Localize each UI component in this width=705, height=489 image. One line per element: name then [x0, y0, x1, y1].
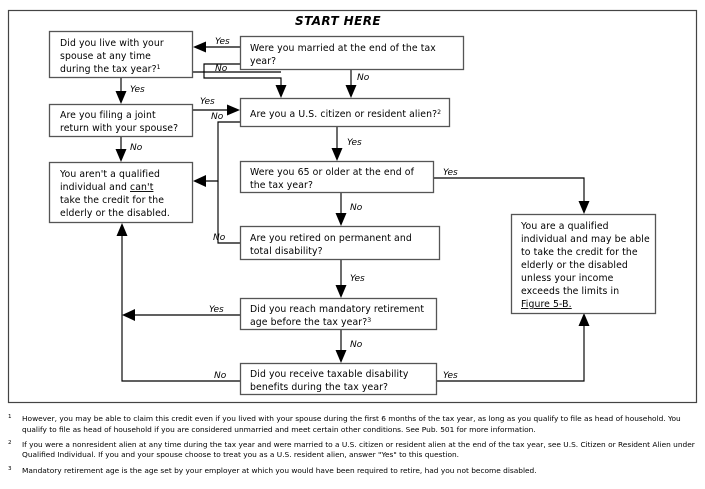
edge-label-retired-yes: Yes	[350, 274, 365, 284]
footnote-3: 3 Mandatory retirement age is the age se…	[8, 466, 698, 477]
edge-label-joint-yes: Yes	[200, 97, 215, 107]
edge-label-lived-yes: Yes	[130, 85, 145, 95]
node-married-line-1: year?	[250, 56, 276, 67]
footnote-1-text: However, you may be able to claim this c…	[22, 414, 681, 434]
footnote-3-marker: 3	[8, 465, 12, 472]
node-citizen-line-0: Are you a U.S. citizen or resident alien…	[250, 109, 441, 121]
arrowhead-citizen-yes	[331, 148, 343, 161]
node-qualified-line-0: You are a qualified	[520, 221, 609, 232]
node-taxable-disability-benefits[interactable]: Did you receive taxable disability benef…	[239, 362, 438, 396]
node-us-citizen-or-resident-alien[interactable]: Are you a U.S. citizen or resident alien…	[239, 97, 451, 128]
footnotes-list: 1 However, you may be able to claim this…	[8, 414, 698, 481]
edge-label-age65-no: No	[350, 203, 363, 213]
node-mandatory-retirement-age[interactable]: Did you reach mandatory retirement age b…	[239, 297, 438, 331]
node-not-qualified-line-2: take the credit for the	[60, 195, 164, 206]
arrowhead-mandatory-no	[335, 350, 347, 363]
footnote-2-marker: 2	[8, 439, 12, 446]
arrowhead-married-no-left	[275, 85, 287, 98]
edge-label-joint-no: No	[130, 143, 143, 153]
arrowhead-mandatory-yes	[122, 309, 135, 321]
edge-label-married-yes: Yes	[215, 37, 230, 47]
node-taxable-line-0: Did you receive taxable disability	[250, 369, 409, 380]
edge-labels: Yes No No Yes Yes No No Yes Yes No No Ye…	[130, 37, 458, 381]
footnote-1: 1 However, you may be able to claim this…	[8, 414, 698, 435]
node-retired-on-permanent-total-disability[interactable]: Are you retired on permanent and total d…	[239, 225, 441, 261]
edge-age65-yes	[434, 177, 585, 204]
arrowhead-lived-yes	[115, 91, 127, 104]
arrowhead-retired-yes	[335, 285, 347, 298]
edge-label-age65-yes: Yes	[443, 168, 458, 178]
node-mandatory-line-1: age before the tax year?3	[250, 317, 371, 329]
node-age65-line-0: Were you 65 or older at the end of	[250, 167, 415, 178]
edge-label-married-no-down: No	[357, 73, 370, 83]
edge-label-mandatory-no: No	[350, 340, 363, 350]
node-qualified-line-2: to take the credit for the	[521, 247, 638, 258]
edge-married-no-left	[203, 63, 282, 88]
footnote-1-marker: 1	[8, 414, 12, 420]
edge-label-citizen-no: No	[211, 112, 224, 122]
edge-label-citizen-yes: Yes	[347, 138, 362, 148]
node-not-qualified-line-3: elderly or the disabled.	[60, 208, 170, 219]
node-lived-with-spouse[interactable]: Did you live with your spouse at any tim…	[48, 30, 194, 79]
arrowhead-married-no-down	[345, 85, 357, 98]
edges	[115, 41, 590, 382]
edge-label-retired-no: No	[213, 233, 226, 243]
edge-citizen-no	[206, 121, 240, 182]
node-not-qualified-line-1: individual and can't	[60, 182, 154, 193]
node-lived-with-spouse-line-1: spouse at any time	[60, 51, 151, 62]
edge-taxable-no	[121, 315, 240, 382]
node-filing-joint-return[interactable]: Are you filing a joint return with your …	[48, 103, 194, 138]
arrowhead-taxable-yes	[578, 313, 590, 326]
node-married-at-end-of-tax-year[interactable]: Were you married at the end of the tax y…	[239, 35, 465, 71]
arrowhead-citizen-no	[193, 175, 206, 187]
arrowhead-age65-no	[335, 213, 347, 226]
node-qualified-line-5: exceeds the limits in	[521, 286, 619, 297]
node-qualified-line-1: individual and may be able	[521, 234, 650, 245]
node-not-a-qualified-individual[interactable]: You aren't a qualified individual and ca…	[48, 161, 194, 224]
start-here-label: START HERE	[295, 14, 381, 28]
arrowhead-age65-yes	[578, 201, 590, 214]
arrowhead-married-yes	[193, 41, 206, 53]
node-lived-with-spouse-line-0: Did you live with your	[60, 38, 164, 49]
edge-taxable-yes	[437, 324, 585, 382]
footnote-2: 2 If you were a nonresident alien at any…	[8, 440, 698, 461]
arrowhead-joint-no	[115, 149, 127, 162]
node-married-line-0: Were you married at the end of the tax	[250, 43, 436, 54]
edge-label-taxable-yes: Yes	[443, 371, 458, 381]
node-lived-with-spouse-line-2: during the tax year?1	[60, 64, 161, 76]
node-qualified-individual[interactable]: You are a qualified individual and may b…	[510, 213, 657, 315]
node-age65-line-1: the tax year?	[250, 180, 313, 191]
figure-border	[7, 9, 698, 404]
node-joint-line-0: Are you filing a joint	[60, 110, 156, 121]
node-were-you-65-or-older[interactable]: Were you 65 or older at the end of the t…	[239, 160, 435, 194]
footnote-3-text: Mandatory retirement age is the age set …	[22, 465, 537, 475]
edge-retired-no	[217, 181, 240, 244]
edge-label-taxable-no: No	[214, 371, 227, 381]
node-qualified-figure-link[interactable]: Figure 5-B.	[521, 299, 572, 310]
node-retired-line-1: total disability?	[250, 246, 323, 257]
footnote-2-text: If you were a nonresident alien at any t…	[22, 439, 695, 460]
arrowhead-joint-yes	[227, 104, 240, 116]
node-joint-line-1: return with your spouse?	[60, 123, 178, 134]
node-retired-line-0: Are you retired on permanent and	[250, 233, 412, 244]
edge-label-mandatory-yes: Yes	[209, 305, 224, 315]
node-taxable-line-1: benefits during the tax year?	[250, 382, 388, 393]
node-qualified-line-4: unless your income	[521, 273, 614, 284]
node-qualified-line-3: elderly or the disabled	[521, 260, 628, 271]
arrowhead-into-not-qualified	[116, 223, 128, 236]
edge-label-married-no-left: No	[215, 64, 228, 74]
node-mandatory-line-0: Did you reach mandatory retirement	[250, 304, 424, 315]
not-qualified-emphasis: can't	[130, 182, 154, 193]
node-not-qualified-line-0: You aren't a qualified	[59, 169, 160, 180]
